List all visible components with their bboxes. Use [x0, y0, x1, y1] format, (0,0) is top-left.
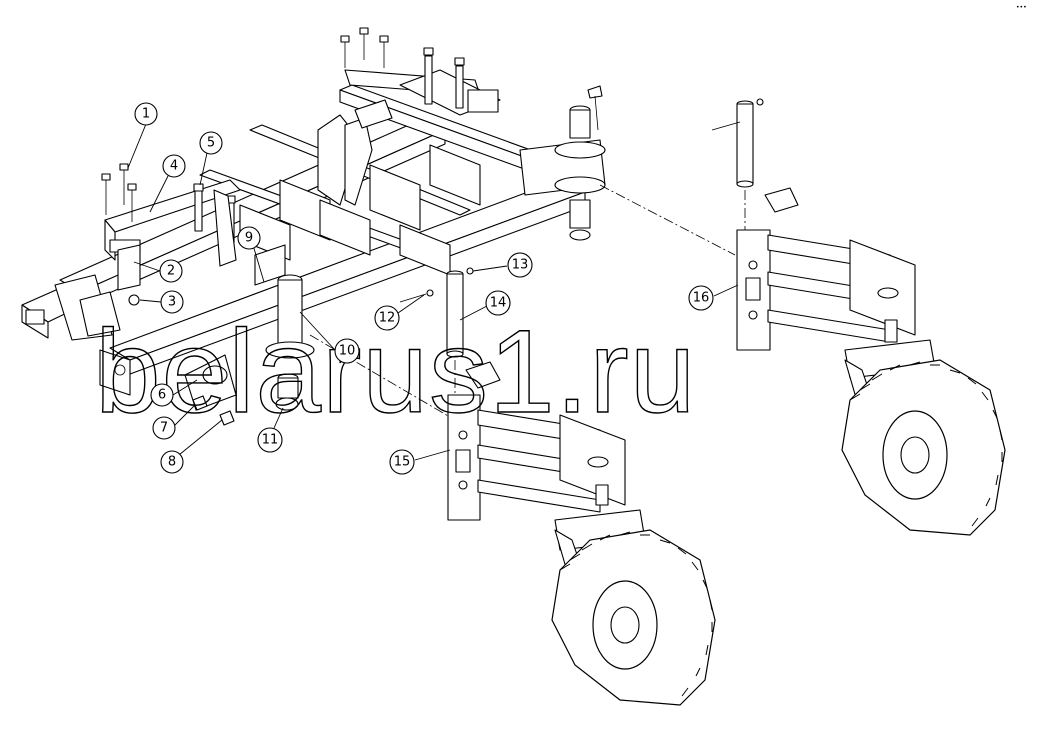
bracket-6-nuts	[128, 294, 237, 426]
pin-14	[399, 267, 474, 358]
callout-14: 14	[485, 290, 511, 316]
callout-15: 15	[389, 449, 415, 475]
callout-label: 7	[160, 421, 168, 436]
callout-label: 9	[245, 231, 253, 246]
callout-label: 12	[379, 311, 396, 326]
callout-label: 1	[142, 107, 150, 122]
callout-label: 4	[170, 159, 178, 174]
callout-8: 8	[160, 450, 184, 474]
bolt-cluster-front	[101, 163, 237, 267]
callout-label: 14	[490, 296, 507, 311]
callout-5: 5	[199, 131, 223, 155]
kingpin-left	[254, 244, 315, 411]
callout-4: 4	[162, 154, 186, 178]
callout-12: 12	[374, 305, 400, 331]
callout-label: 5	[207, 136, 215, 151]
pin-right	[711, 98, 764, 188]
callout-11: 11	[257, 427, 283, 453]
callout-7: 7	[152, 416, 176, 440]
callout-3: 3	[160, 290, 184, 314]
align-line-left	[309, 334, 456, 421]
align-line-right	[599, 184, 736, 256]
watermark-text: belarus1.ru	[95, 306, 696, 438]
wheel-assembly-15	[447, 361, 716, 706]
callout-1: 1	[134, 102, 158, 126]
callout-label: 16	[693, 291, 710, 306]
callout-label: 2	[167, 264, 175, 279]
callout-label: 11	[262, 433, 279, 448]
callout-2: 2	[159, 259, 183, 283]
callout-label: 6	[158, 388, 166, 403]
callout-label: 3	[168, 295, 176, 310]
callout-label: 13	[512, 258, 529, 273]
callout-16: 16	[688, 285, 714, 311]
callout-13: 13	[507, 252, 533, 278]
callout-label: 15	[394, 455, 411, 470]
callout-label: 8	[168, 455, 176, 470]
corner-mark: •••	[1016, 4, 1027, 11]
leader-lines	[127, 123, 739, 461]
callout-9: 9	[237, 226, 261, 250]
wheel-assembly-16	[736, 187, 1006, 536]
callout-label: 10	[339, 344, 356, 359]
callout-10: 10	[334, 338, 360, 364]
callout-6: 6	[150, 383, 174, 407]
bolt-cluster-rear	[340, 27, 465, 109]
kingpin-right	[569, 85, 603, 241]
